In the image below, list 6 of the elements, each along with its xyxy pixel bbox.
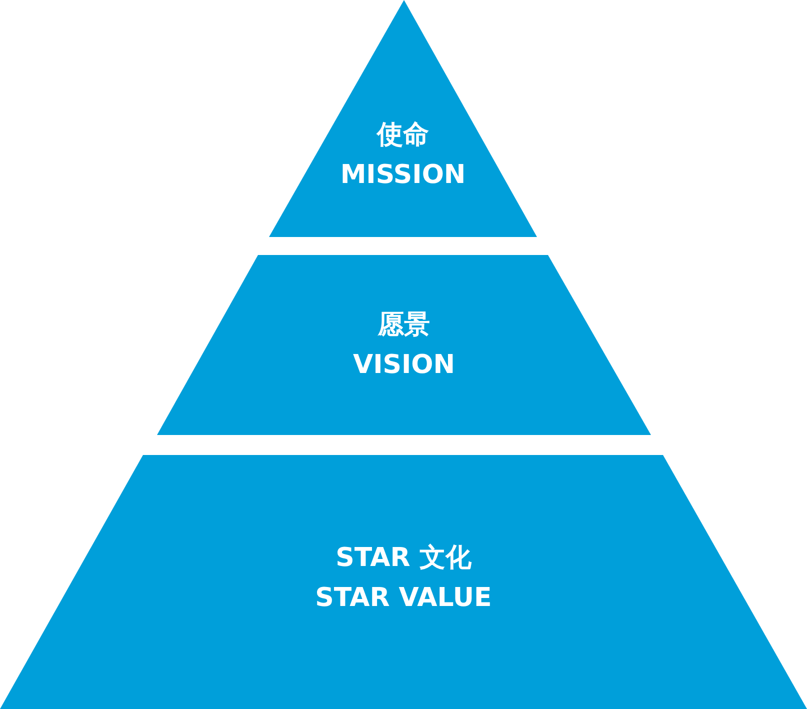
tier-title: 使命 [377, 119, 429, 152]
tier-subtitle: MISSION [340, 159, 466, 192]
tier-subtitle: STAR VALUE [315, 582, 492, 615]
tier-title: 愿景 [378, 309, 430, 342]
tier-subtitle: VISION [352, 349, 456, 382]
tier-title: STAR 文化 [336, 542, 472, 575]
